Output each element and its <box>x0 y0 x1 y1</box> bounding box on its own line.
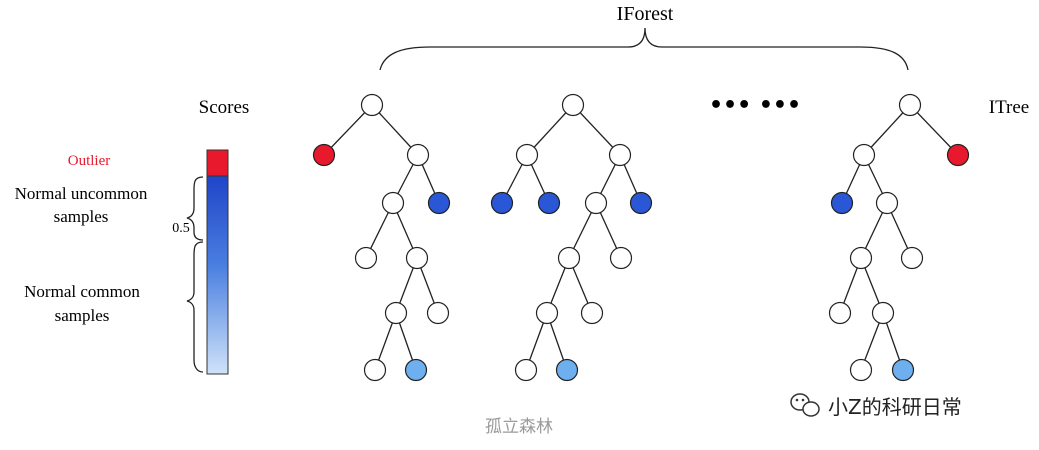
threshold-label: 0.5 <box>172 221 190 236</box>
score-bar-outlier-segment <box>206 149 229 177</box>
tree-node <box>898 93 922 117</box>
tree-node <box>561 93 585 117</box>
tree-edge <box>526 104 574 156</box>
tree-node <box>852 143 876 167</box>
forest-label: IForest <box>617 3 674 25</box>
tree-edge <box>572 104 621 156</box>
tree-node <box>609 246 633 270</box>
normal-uncommon-label: samples <box>54 207 109 226</box>
wechat-icon <box>790 393 820 417</box>
uncommon-leaf-node <box>830 191 854 215</box>
tree-edge <box>371 104 419 156</box>
scores-label: Scores <box>199 97 250 118</box>
uncommon-leaf-node <box>629 191 653 215</box>
tree-node <box>354 246 378 270</box>
tree-node <box>360 93 384 117</box>
normal-common-label: Normal common <box>24 282 140 301</box>
tree-node <box>514 358 538 382</box>
uncommon-leaf-node <box>537 191 561 215</box>
tree-node <box>580 301 604 325</box>
tree-node <box>405 246 429 270</box>
tree-node <box>381 191 405 215</box>
common-leaf-node <box>404 358 428 382</box>
tree-node <box>849 358 873 382</box>
outlier-leaf-node <box>946 143 970 167</box>
tree-node <box>426 301 450 325</box>
tree-label: ITree <box>989 97 1029 118</box>
tree-node <box>515 143 539 167</box>
uncommon-leaf-node <box>427 191 451 215</box>
tree-edge <box>909 104 959 156</box>
tree-node <box>406 143 430 167</box>
figure-caption: 孤立森林 <box>485 417 553 437</box>
common-brace <box>186 241 204 373</box>
uncommon-brace <box>186 176 204 241</box>
tree-node <box>875 191 899 215</box>
tree-node <box>849 246 873 270</box>
tree-nodes <box>312 93 970 382</box>
tree-node <box>557 246 581 270</box>
more-trees-ellipsis: ••• ••• <box>709 93 801 118</box>
outlier-leaf-node <box>312 143 336 167</box>
score-bar-normal-segment <box>206 175 229 375</box>
normal-uncommon-label: Normal uncommon <box>15 184 148 203</box>
tree-node <box>363 358 387 382</box>
common-leaf-node <box>891 358 915 382</box>
tree-node <box>584 191 608 215</box>
tree-node <box>535 301 559 325</box>
tree-node <box>871 301 895 325</box>
tree-node <box>384 301 408 325</box>
forest-brace <box>379 27 909 71</box>
common-leaf-node <box>555 358 579 382</box>
outlier-label: Outlier <box>68 153 111 169</box>
tree-edge <box>323 104 373 156</box>
uncommon-leaf-node <box>490 191 514 215</box>
tree-edge <box>863 104 911 156</box>
normal-common-label: samples <box>55 306 110 325</box>
tree-node <box>828 301 852 325</box>
tree-node <box>608 143 632 167</box>
watermark-text: 小Z的科研日常 <box>828 395 962 419</box>
tree-node <box>900 246 924 270</box>
